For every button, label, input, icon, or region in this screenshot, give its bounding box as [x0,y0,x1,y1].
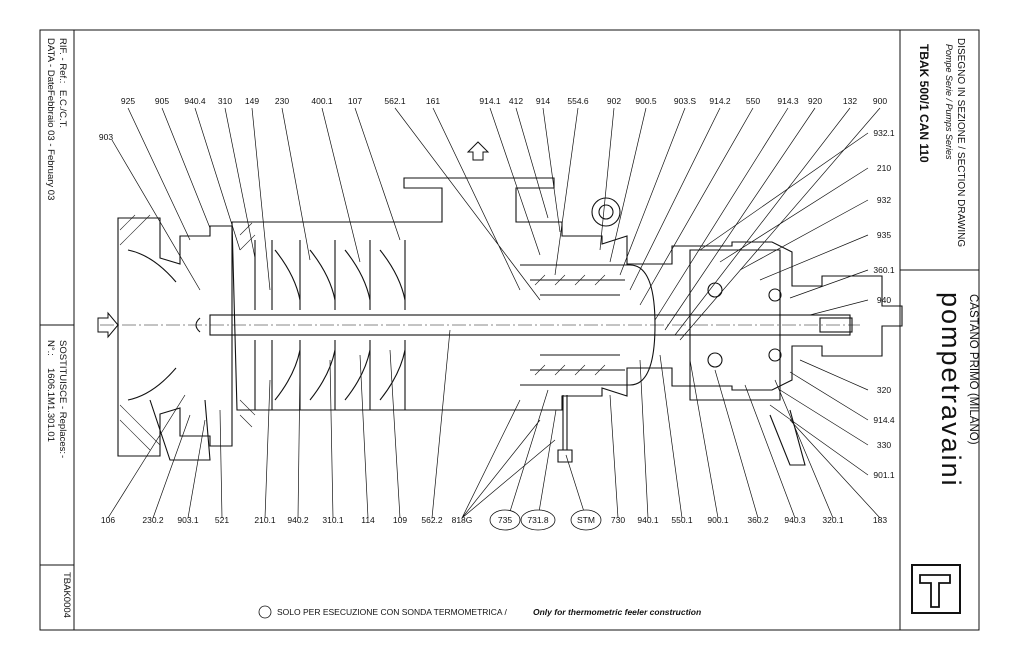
circled-marker-735 [489,509,521,531]
part-label-554-6: 554.6 [567,96,589,106]
part-label-932: 932 [877,195,891,205]
pump-section-view [97,141,903,466]
part-label-914-2: 914.2 [709,96,731,106]
part-label-903-s: 903.S [674,96,697,106]
part-label-412: 412 [509,96,523,106]
part-label-900: 900 [873,96,887,106]
right-part-labels: 932.1 210 932 935 360.1 940 320 914.4 33… [873,128,895,480]
part-label-210: 210 [877,163,891,173]
part-label-818g: 818G [452,515,473,525]
part-label-730: 730 [611,515,625,525]
part-label-735: 735 [498,515,512,525]
footnote-italian: SOLO PER ESECUZIONE CON SONDA TERMOMETRI… [277,607,507,617]
top-part-labels: 925 905 940.4 310 149 230 400.1 107 562.… [121,96,887,106]
part-label-230-2: 230.2 [142,515,164,525]
part-label-550: 550 [746,96,760,106]
discharge-arrow-icon [466,141,490,161]
footnote-circle-icon [258,605,272,619]
left-info-strip [39,29,75,631]
rif-label: RIF. - Ref.: [57,38,68,83]
number-value: 1606.1M1.301.01 [45,368,56,442]
part-label-914-3: 914.3 [777,96,799,106]
part-label-330: 330 [877,440,891,450]
suction-arrow-icon [97,311,119,339]
part-label-360-1: 360.1 [873,265,895,275]
part-label-940-2: 940.2 [287,515,309,525]
part-label-114: 114 [361,515,375,525]
part-label-900-5: 900.5 [635,96,657,106]
bottom-part-labels: 106 230.2 903.1 521 210.1 940.2 310.1 11… [101,509,887,531]
leader-lines [107,107,881,519]
series-title: Pompe Serie / Pumps Series [944,44,954,160]
part-label-914: 914 [536,96,550,106]
part-label-161: 161 [426,96,440,106]
circled-marker-731-8 [520,509,556,531]
part-label-106: 106 [101,515,115,525]
part-label-550-1: 550.1 [671,515,693,525]
footnote-english: Only for thermometric feeler constructio… [533,607,701,617]
part-label-940-3: 940.3 [784,515,806,525]
part-label-940: 940 [877,295,891,305]
footnote: SOLO PER ESECUZIONE CON SONDA TERMOMETRI… [258,605,701,619]
part-label-stm: STM [577,515,595,525]
part-label-310: 310 [218,96,232,106]
part-label-400-1: 400.1 [311,96,333,106]
part-label-903: 903 [99,132,113,142]
date-value: Febbraio 03 - February 03 [45,90,56,200]
part-label-935: 935 [877,230,891,240]
part-label-360-2: 360.2 [747,515,769,525]
part-label-149: 149 [245,96,259,106]
part-label-900-1: 900.1 [707,515,729,525]
part-label-562-2: 562.2 [421,515,443,525]
replaces-value: - [57,455,68,458]
model-title: TBAK 500/1 CAN 110 [917,44,931,163]
pump-shaft [209,314,851,336]
part-label-183: 183 [873,515,887,525]
part-label-107: 107 [348,96,362,106]
part-label-914-1: 914.1 [479,96,501,106]
number-label: N°.: [45,340,56,356]
drawing-code: TBAK0004 [61,572,72,618]
part-label-914-4: 914.4 [873,415,895,425]
date-label: DATA - Date: [45,38,56,93]
part-label-320: 320 [877,385,891,395]
part-label-731-8: 731.8 [527,515,549,525]
location-text: CASTANO PRIMO (MILANO) [967,294,979,445]
circled-marker-stm [570,509,602,531]
part-label-210-1: 210.1 [254,515,276,525]
containment-can [520,264,656,386]
part-label-521: 521 [215,515,229,525]
section-title: DISEGNO IN SEZIONE / SECTION DRAWING [955,38,966,247]
part-label-905: 905 [155,96,169,106]
replaces-label: SOSTITUISCE - Replaces: [57,340,68,454]
part-label-310-1: 310.1 [322,515,344,525]
part-label-903-1: 903.1 [177,515,199,525]
brand-logo-text: pompetravaini [936,292,966,488]
part-label-940-1: 940.1 [637,515,659,525]
part-label-109: 109 [393,515,407,525]
part-label-320-1: 320.1 [822,515,844,525]
part-label-920: 920 [808,96,822,106]
part-label-925: 925 [121,96,135,106]
rif-value: E.C./C.T. [57,90,68,128]
lifting-eye [591,197,621,227]
part-label-932-1: 932.1 [873,128,895,138]
part-label-230: 230 [275,96,289,106]
part-label-132: 132 [843,96,857,106]
brand-logo-mark [911,564,961,614]
shaft-key [819,317,853,333]
part-label-562-1: 562.1 [384,96,406,106]
part-label-940-4: 940.4 [184,96,206,106]
part-label-902: 902 [607,96,621,106]
part-label-901-1: 901.1 [873,470,895,480]
